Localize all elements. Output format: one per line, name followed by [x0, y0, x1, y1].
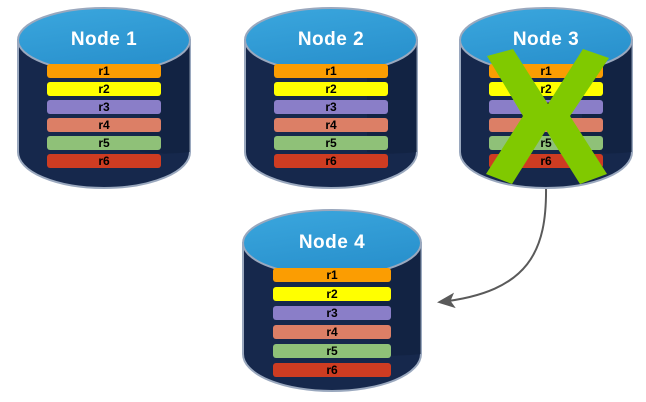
row-chip-r6[interactable] — [274, 154, 388, 168]
row-chip-r3[interactable] — [273, 306, 391, 320]
row-chip-r1[interactable] — [274, 64, 388, 78]
row-label-r3: r3 — [325, 100, 337, 114]
node-cylinder-2[interactable]: Node 2 r1 r2 r3 r4 r5 r6 — [244, 7, 418, 189]
row-label-r4: r4 — [325, 118, 337, 132]
row-label-r4: r4 — [98, 118, 110, 132]
row-label-r5: r5 — [325, 136, 337, 150]
row-label-r6: r6 — [325, 154, 337, 168]
row-chip-r6[interactable] — [47, 154, 161, 168]
node-cylinder-4[interactable]: Node 4 r1 r2 r3 r4 r5 r6 — [242, 209, 422, 392]
replication-arrow — [437, 185, 548, 309]
node-rows: r1 r2 r3 r4 r5 r6 — [47, 64, 161, 168]
row-label-r2: r2 — [540, 82, 552, 96]
row-label-r6: r6 — [98, 154, 110, 168]
row-chip-r5[interactable] — [47, 136, 161, 150]
node-title: Node 3 — [513, 29, 579, 50]
row-chip-r1[interactable] — [47, 64, 161, 78]
row-chip-r3[interactable] — [274, 100, 388, 114]
row-chip-r4[interactable] — [274, 118, 388, 132]
node-cylinder-3[interactable]: Node 3 r1 r2 r3 r4 r5 r6 — [459, 7, 633, 189]
row-chip-r5[interactable] — [273, 344, 391, 358]
node-rows: r1 r2 r3 r4 r5 r6 — [274, 64, 388, 168]
row-label-r2: r2 — [326, 287, 338, 301]
row-label-r2: r2 — [98, 82, 110, 96]
row-label-r6: r6 — [326, 363, 338, 377]
node-title: Node 1 — [71, 29, 137, 50]
row-label-r1: r1 — [325, 64, 337, 78]
row-chip-r2[interactable] — [47, 82, 161, 96]
node-cylinder-1[interactable]: Node 1 r1 r2 r3 r4 r5 r6 — [17, 7, 191, 189]
row-label-r6: r6 — [540, 154, 552, 168]
connection-node3-to-node4 — [437, 185, 548, 309]
row-label-r5: r5 — [326, 344, 338, 358]
row-chip-r6[interactable] — [273, 363, 391, 377]
node-failure-cross-icon — [486, 49, 609, 184]
row-label-r3: r3 — [326, 306, 338, 320]
row-label-r3: r3 — [98, 100, 110, 114]
node-title: Node 2 — [298, 29, 364, 50]
node-rows: r1 r2 r3 r4 r5 r6 — [273, 268, 391, 377]
row-chip-r4[interactable] — [47, 118, 161, 132]
row-label-r1: r1 — [540, 64, 552, 78]
row-label-r5: r5 — [98, 136, 110, 150]
row-chip-r2[interactable] — [274, 82, 388, 96]
node-title: Node 4 — [299, 232, 365, 253]
row-chip-r3[interactable] — [47, 100, 161, 114]
row-label-r5: r5 — [540, 136, 552, 150]
row-label-r1: r1 — [98, 64, 110, 78]
row-label-r4: r4 — [326, 325, 338, 339]
row-chip-r1[interactable] — [273, 268, 391, 282]
row-label-r2: r2 — [325, 82, 337, 96]
row-chip-r2[interactable] — [273, 287, 391, 301]
row-chip-r4[interactable] — [273, 325, 391, 339]
row-label-r1: r1 — [326, 268, 338, 282]
row-chip-r5[interactable] — [274, 136, 388, 150]
